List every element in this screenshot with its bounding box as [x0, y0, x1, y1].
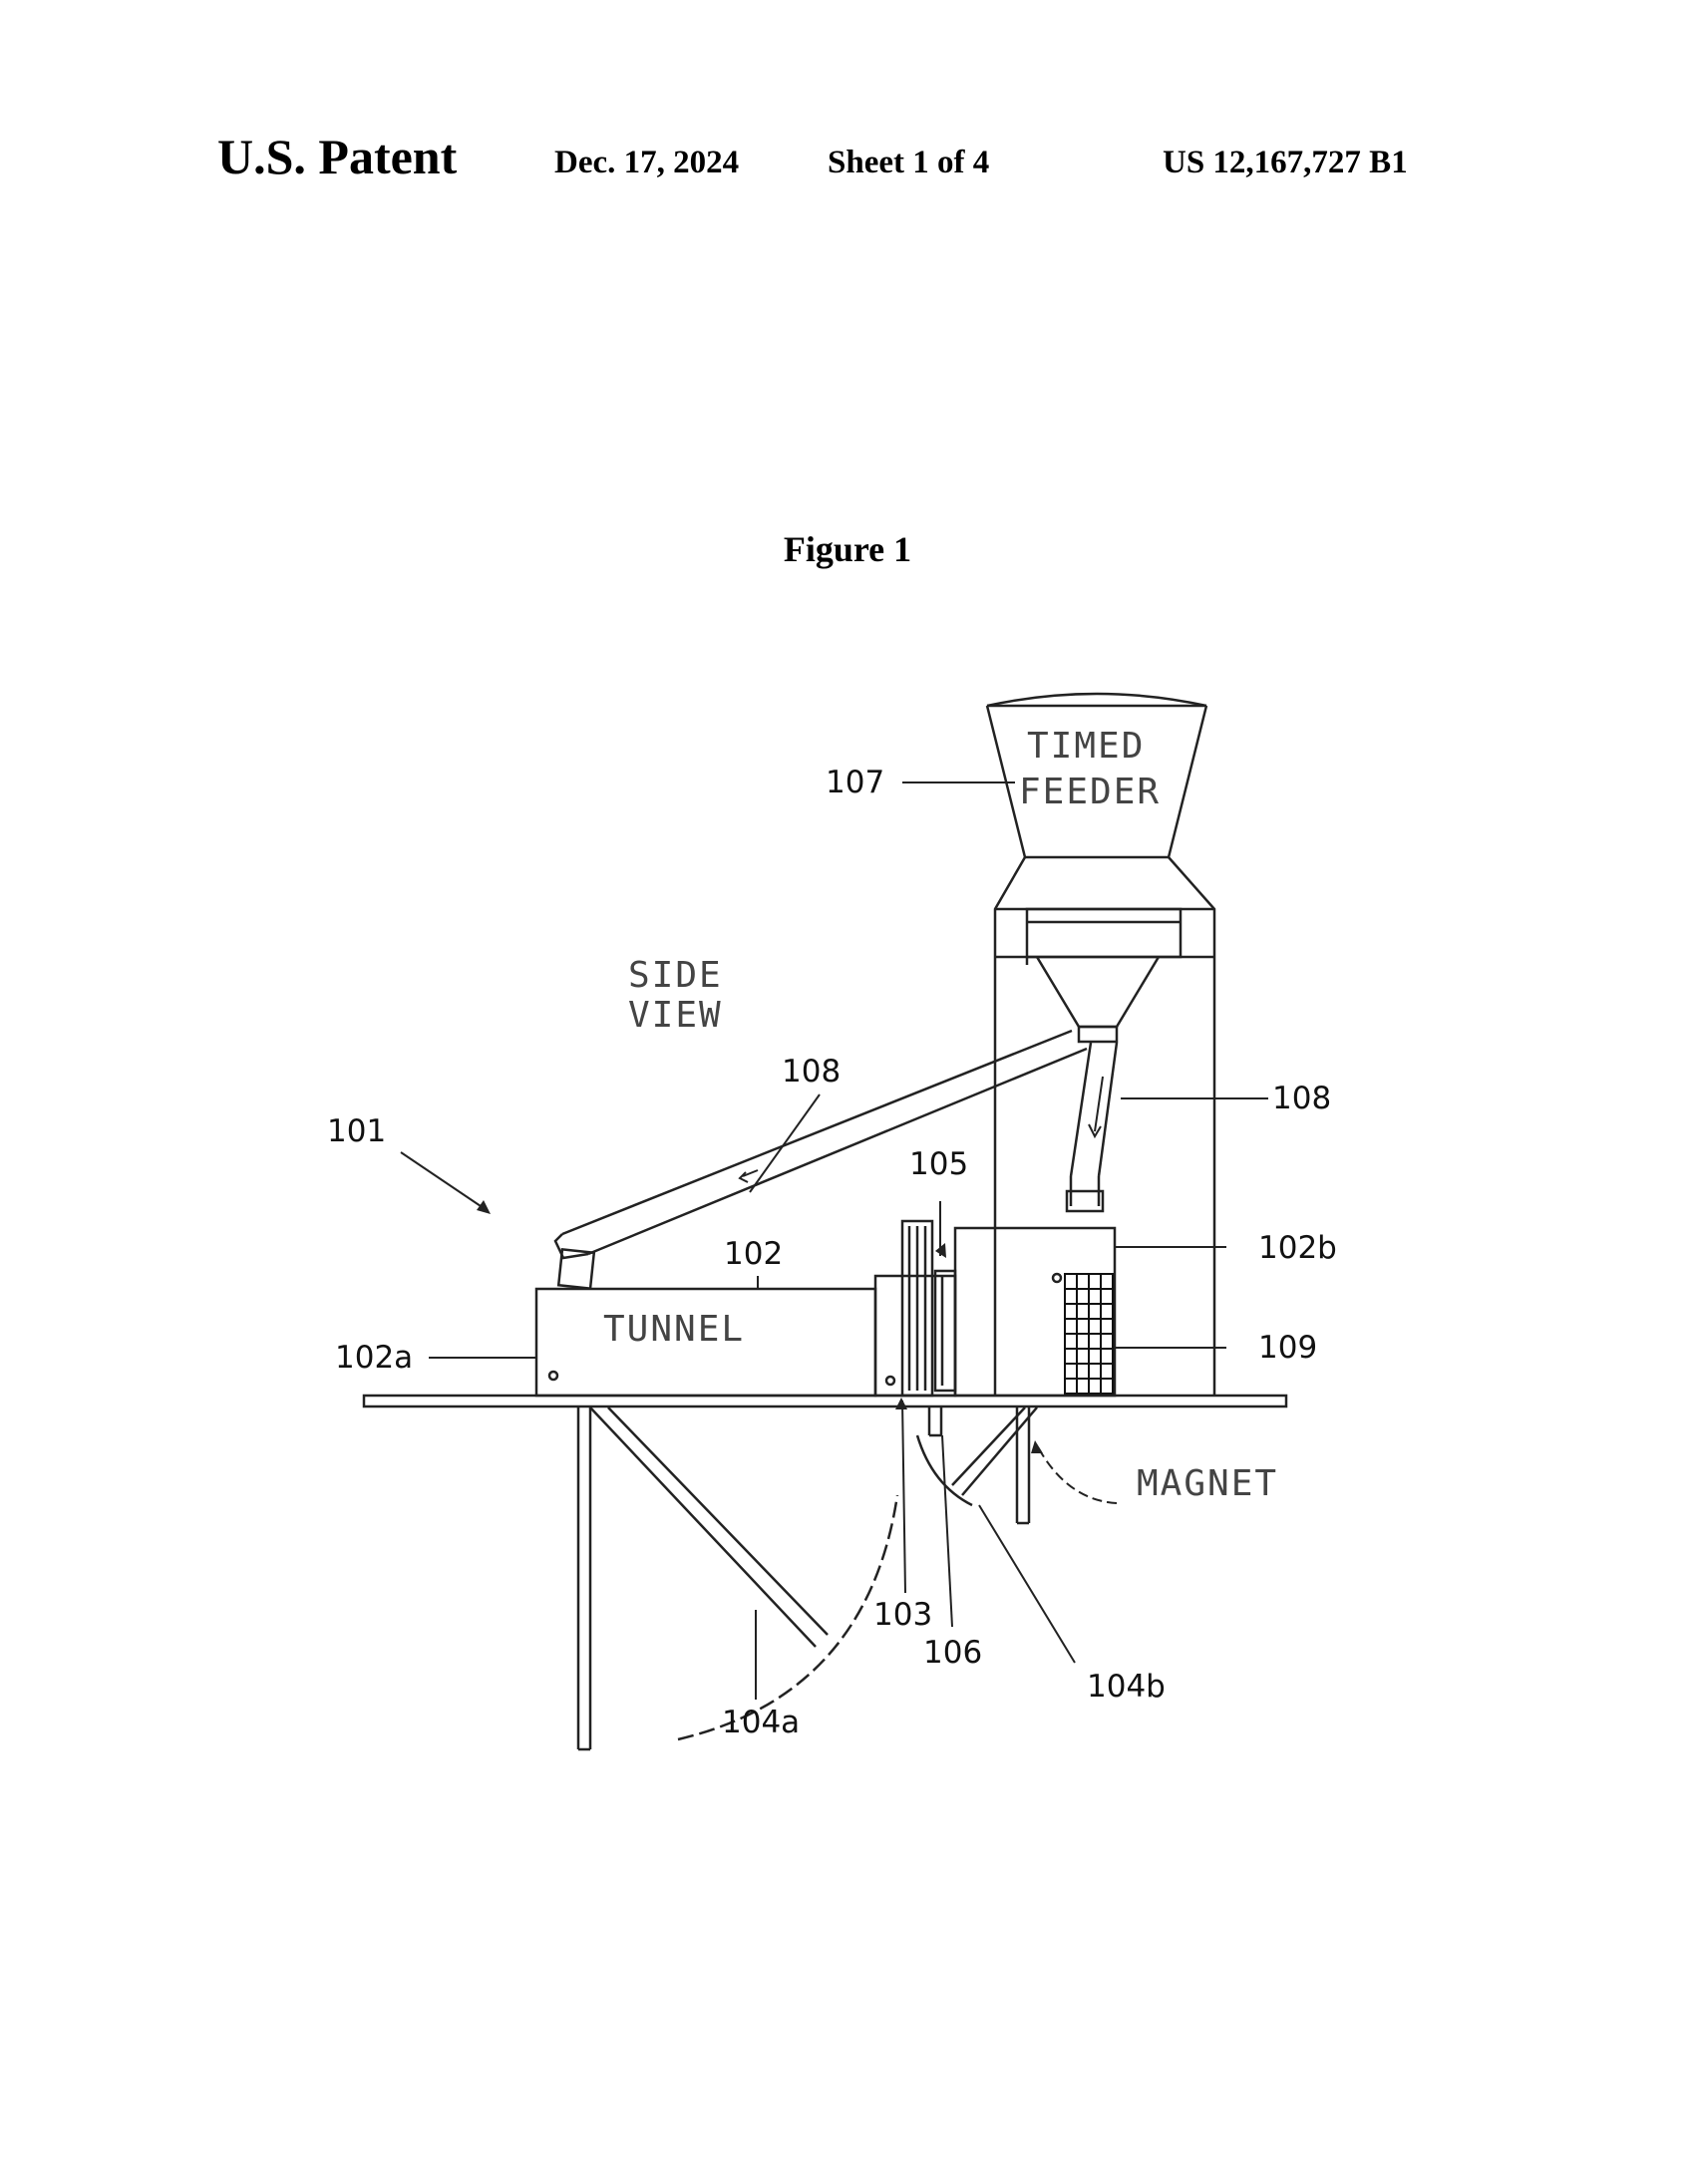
figure-title: Figure 1: [783, 529, 912, 569]
leader-lines: [400, 781, 1268, 1700]
ref-105: 105: [909, 1146, 968, 1182]
header-patent-number: US 12,167,727 B1: [1163, 145, 1408, 180]
legs-104a: [576, 1406, 899, 1751]
ref-103: 103: [873, 1597, 932, 1633]
header-sheet: Sheet 1 of 4: [828, 145, 990, 180]
ref-108-right: 108: [1272, 1081, 1331, 1116]
ref-107: 107: [826, 765, 884, 800]
label-timed: TIMED: [1027, 726, 1145, 767]
ref-104a: 104a: [722, 1705, 800, 1740]
ref-102: 102: [724, 1236, 783, 1272]
header-left: U.S. Patent: [217, 129, 458, 184]
label-magnet: MAGNET: [1137, 1463, 1278, 1504]
ref-106: 106: [923, 1635, 982, 1671]
feeder-tower: [993, 856, 1216, 1396]
tube-left: [553, 1029, 1088, 1290]
ref-108-left: 108: [782, 1054, 841, 1090]
ref-101: 101: [327, 1113, 386, 1149]
ref-102b: 102b: [1258, 1230, 1337, 1266]
base-plate: [362, 1394, 1288, 1408]
tube-right: [1065, 1042, 1119, 1213]
legs-104b: [915, 1406, 1038, 1525]
ref-102a: 102a: [335, 1340, 413, 1376]
label-feeder: FEEDER: [1019, 772, 1161, 812]
header-date: Dec. 17, 2024: [554, 145, 740, 180]
label-side: SIDE: [628, 955, 723, 996]
ref-104b: 104b: [1087, 1669, 1166, 1705]
feeding-chamber: [953, 1226, 1117, 1398]
mesh-panel: [1064, 1273, 1114, 1395]
ref-109: 109: [1258, 1330, 1317, 1366]
label-tunnel: TUNNEL: [603, 1309, 745, 1350]
label-view: VIEW: [628, 995, 723, 1036]
